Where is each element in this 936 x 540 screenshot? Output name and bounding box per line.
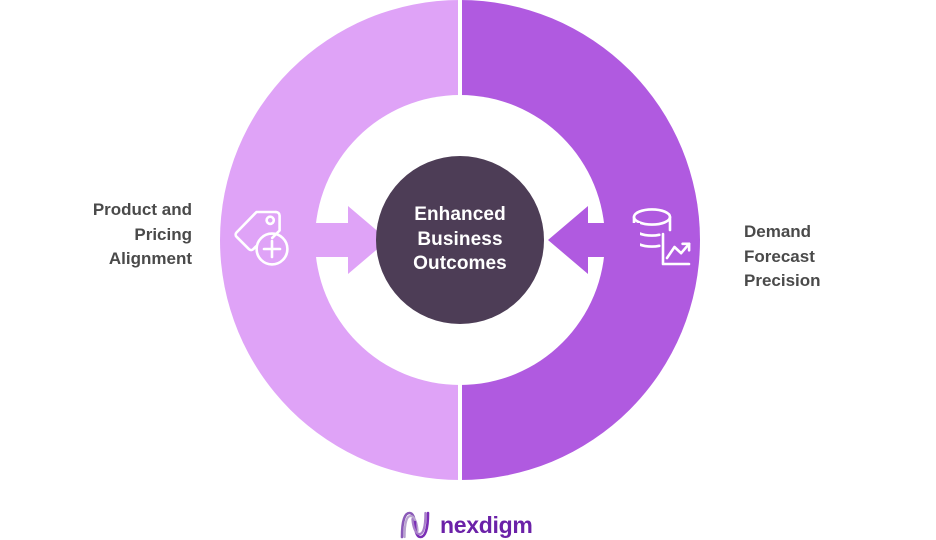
arrow-right-icon <box>296 206 388 274</box>
arrow-left-icon <box>548 206 640 274</box>
price-tag-plus-icon <box>232 208 292 270</box>
left-label-line-3: Alignment <box>108 249 192 268</box>
segment-label-product-pricing-alignment: Product and Pricing Alignment <box>18 198 192 272</box>
brand-logo[interactable]: nexdigm <box>398 510 533 540</box>
right-label-line-3: Precision <box>744 271 821 290</box>
segment-label-demand-forecast-precision: Demand Forecast Precision <box>744 220 924 294</box>
nexdigm-n-mark-icon <box>398 510 432 540</box>
center-line-1: Enhanced <box>414 204 506 226</box>
right-label-line-2: Forecast <box>744 246 815 266</box>
center-line-2: Business <box>417 228 503 250</box>
nexdigm-wordmark: nexdigm <box>440 511 533 538</box>
left-label-line-2: Pricing <box>134 224 192 244</box>
center-line-3: Outcomes <box>413 253 507 275</box>
left-label-line-1: Product and <box>92 200 192 219</box>
center-outcome-circle[interactable]: Enhanced Business Outcomes <box>376 156 544 324</box>
right-label-line-1: Demand <box>744 222 812 241</box>
